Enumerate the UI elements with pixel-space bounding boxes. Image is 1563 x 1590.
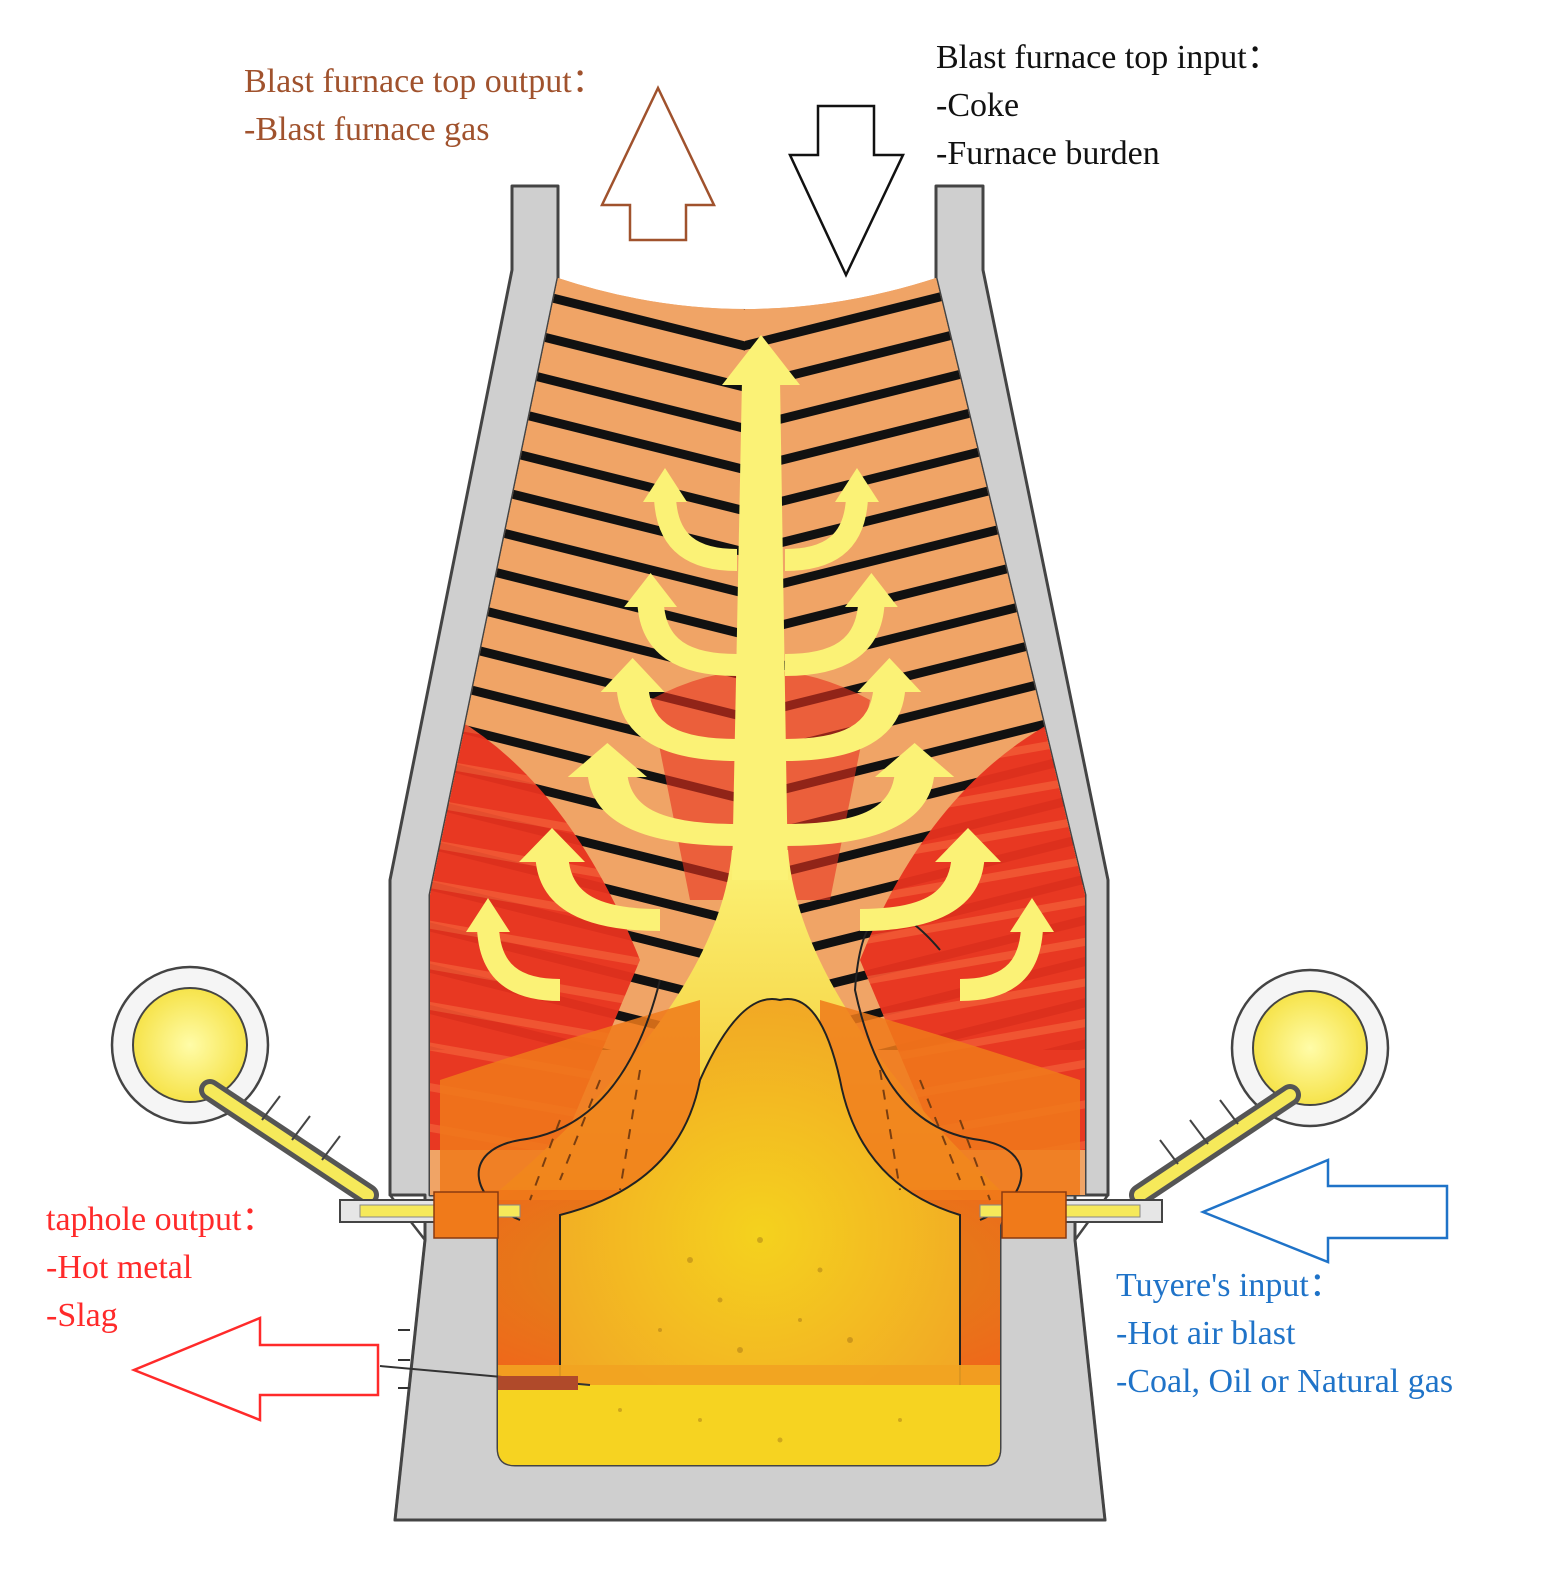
hot-metal-pool <box>480 1385 1020 1465</box>
tuyere-input-label: Tuyere's input： -Hot air blast -Coal, Oi… <box>1116 1262 1453 1406</box>
gas-flow-arrowhead <box>722 335 800 385</box>
top-input-item: -Furnace burden <box>936 135 1160 172</box>
tuyere-pipe-right <box>979 968 1390 1239</box>
top-input-label: Blast furnace top input： -Coke -Furnace … <box>936 34 1281 178</box>
tuyere-item: -Hot air blast <box>1116 1315 1296 1352</box>
taphole-item: -Slag <box>46 1297 118 1334</box>
speckle-texture <box>618 1237 902 1443</box>
up-arrow-icon <box>600 85 716 242</box>
taphole-heading: taphole output： <box>46 1201 276 1238</box>
tuyere-input-arrow-icon <box>1199 1158 1449 1264</box>
top-input-heading: Blast furnace top input： <box>936 39 1281 76</box>
top-output-label: Blast furnace top output： -Blast furnace… <box>244 58 606 154</box>
tuyere-pipe-left <box>110 965 521 1239</box>
dripping-flow-lines <box>529 1069 991 1201</box>
top-output-item: -Blast furnace gas <box>244 111 490 148</box>
left-arrow-icon <box>130 1316 380 1422</box>
coke-cone <box>559 998 961 1391</box>
taphole-item: -Hot metal <box>46 1249 193 1286</box>
taphole-output-label: taphole output： -Hot metal -Slag <box>46 1196 275 1340</box>
taphole-channel <box>379 1329 591 1390</box>
furnace-interior <box>430 278 1085 1465</box>
cohesive-zone-orange-right <box>820 1000 1080 1200</box>
tuyere-heading: Tuyere's input： <box>1116 1267 1343 1304</box>
down-arrow-icon <box>788 104 905 278</box>
top-input-item: -Coke <box>936 87 1020 124</box>
top-output-heading: Blast furnace top output： <box>244 63 606 100</box>
slag-layer <box>480 1365 1020 1387</box>
tuyere-item: -Coal, Oil or Natural gas <box>1116 1363 1454 1400</box>
gas-flow-trunk <box>732 380 788 880</box>
